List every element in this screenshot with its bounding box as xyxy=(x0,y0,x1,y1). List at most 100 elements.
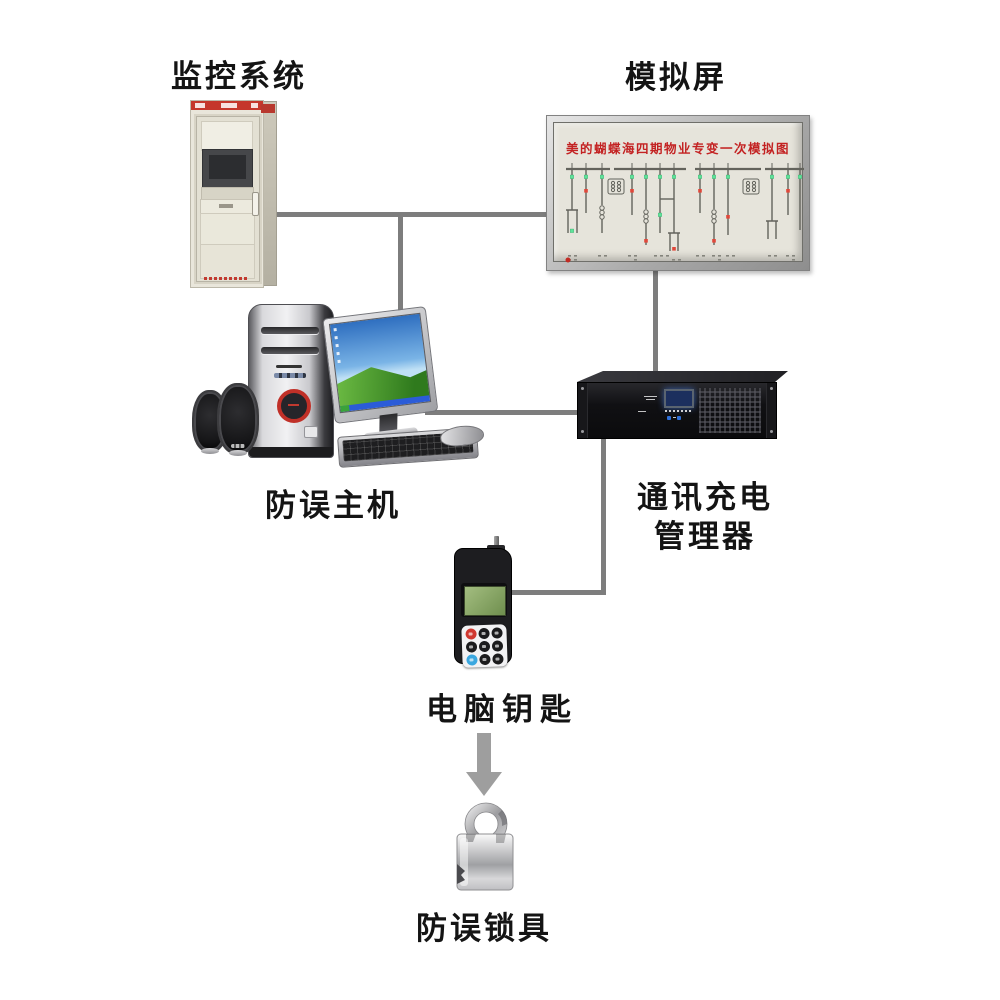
lenovo-ring-logo xyxy=(277,389,311,423)
panel-label-row xyxy=(665,410,693,412)
key-button xyxy=(492,653,504,665)
connector-bus-to-host xyxy=(398,212,403,353)
banner-text-mark xyxy=(251,103,258,108)
cabinet-top-panel xyxy=(201,121,253,151)
transformer-boxes xyxy=(607,178,760,195)
red-indicator-lights xyxy=(584,189,790,251)
cabinet-side-red-cap xyxy=(261,104,275,113)
cabinet-monitor xyxy=(202,149,253,189)
green-indicator-lights xyxy=(570,174,802,233)
cabinet-monitor-screen xyxy=(209,155,246,179)
label-computer-key: 电脑钥匙 xyxy=(426,692,578,727)
key-body xyxy=(454,548,512,668)
cabinet-glass-door xyxy=(194,114,262,284)
label-comm-manager-line2: 管理器 xyxy=(654,519,756,554)
monitor-screen xyxy=(328,312,432,414)
comm-charging-manager xyxy=(576,368,792,440)
start-button xyxy=(340,405,350,413)
panel-label-marks xyxy=(568,255,795,261)
monitor-bezel xyxy=(322,306,439,424)
cabinet-mid-panel xyxy=(200,213,255,245)
manager-lcd-display xyxy=(664,389,694,408)
connector-manager-to-key xyxy=(506,590,606,595)
label-comm-manager: 通讯充电 管理器 xyxy=(595,478,815,556)
arrow-head xyxy=(466,772,502,796)
optical-drive-bay xyxy=(261,327,319,334)
tower-buttons xyxy=(274,373,306,378)
label-anti-error-lock: 防误锁具 xyxy=(416,911,552,946)
manager-front-panel xyxy=(577,382,777,439)
arrow-shaft xyxy=(477,733,491,772)
banner-text-mark xyxy=(221,103,237,108)
panel-text-mark xyxy=(646,399,655,400)
rack-screw xyxy=(770,387,773,390)
cabinet-drawer xyxy=(200,199,255,214)
panel-text-mark xyxy=(644,396,657,397)
manager-button xyxy=(667,416,671,420)
coil-symbols xyxy=(599,205,717,224)
banner-text-mark xyxy=(195,103,205,108)
down-arrow-icon xyxy=(464,733,504,796)
connector-host-to-manager xyxy=(425,410,580,415)
pc-tower xyxy=(248,304,334,458)
monitoring-system-cabinet xyxy=(190,98,277,288)
label-simulation-screen: 模拟屏 xyxy=(625,60,727,95)
mouse xyxy=(439,423,485,449)
optical-drive-bay xyxy=(261,347,319,354)
key-probe-tip xyxy=(494,536,499,549)
desktop-icon xyxy=(337,359,341,364)
key-button xyxy=(491,640,504,652)
cabinet-red-banner xyxy=(191,101,263,110)
padlock-key-slot xyxy=(457,864,465,884)
rack-ear-left xyxy=(578,383,588,438)
rack-screw xyxy=(770,430,773,433)
logo-text-mark xyxy=(288,404,299,406)
label-monitoring-system: 监控系统 xyxy=(171,59,307,94)
desktop-icons xyxy=(330,314,419,364)
rack-ear-right xyxy=(766,383,776,438)
simulation-panel-title: 美的蝴蝶海四期物业专变一次模拟图 xyxy=(565,142,790,156)
key-button xyxy=(465,628,477,640)
label-anti-error-host: 防误主机 xyxy=(265,488,401,523)
manager-top-face xyxy=(577,371,788,382)
connector-cabinet-to-screen xyxy=(270,212,546,217)
speaker-foot xyxy=(229,450,247,456)
key-button xyxy=(479,653,491,666)
desktop-icon xyxy=(335,343,339,348)
cabinet-lower-door xyxy=(200,244,255,279)
simulation-screen-panel: 美的蝴蝶海四期物业专变一次模拟图 xyxy=(546,115,810,271)
cabinet-door-handle xyxy=(252,192,259,216)
anti-error-padlock xyxy=(456,802,514,891)
cabinet-front xyxy=(190,100,264,288)
monitor xyxy=(322,306,440,451)
tower-badge xyxy=(304,426,318,438)
key-button xyxy=(478,640,491,653)
panel-text-mark xyxy=(638,411,646,412)
panel-power-light xyxy=(565,257,571,263)
tower-base xyxy=(249,447,333,457)
key-button xyxy=(465,641,478,653)
manager-button xyxy=(677,416,681,420)
bus-top-ticks xyxy=(571,163,801,169)
key-lcd-frame xyxy=(461,583,507,617)
key-button xyxy=(478,627,490,640)
drawer-label xyxy=(219,204,233,208)
cabinet-bottom-red-text xyxy=(204,277,248,280)
desktop-icon xyxy=(334,335,338,340)
right-speaker xyxy=(217,383,259,456)
desktop-icon xyxy=(333,328,337,332)
simulation-panel-face: 美的蝴蝶海四期物业专变一次模拟图 xyxy=(553,122,804,263)
label-comm-manager-line1: 通讯充电 xyxy=(637,480,773,515)
speaker-foot xyxy=(201,448,219,454)
key-keypad xyxy=(461,624,508,668)
panel-text-mark xyxy=(673,417,676,418)
rack-screw xyxy=(581,387,584,390)
desktop-icon xyxy=(336,351,340,356)
padlock-body xyxy=(456,833,514,891)
mimic-single-line-diagram xyxy=(565,163,804,263)
connector-manager-down xyxy=(601,437,606,595)
tower-vent xyxy=(276,365,302,368)
anti-error-host xyxy=(190,298,490,476)
connector-screen-to-manager xyxy=(653,267,658,372)
